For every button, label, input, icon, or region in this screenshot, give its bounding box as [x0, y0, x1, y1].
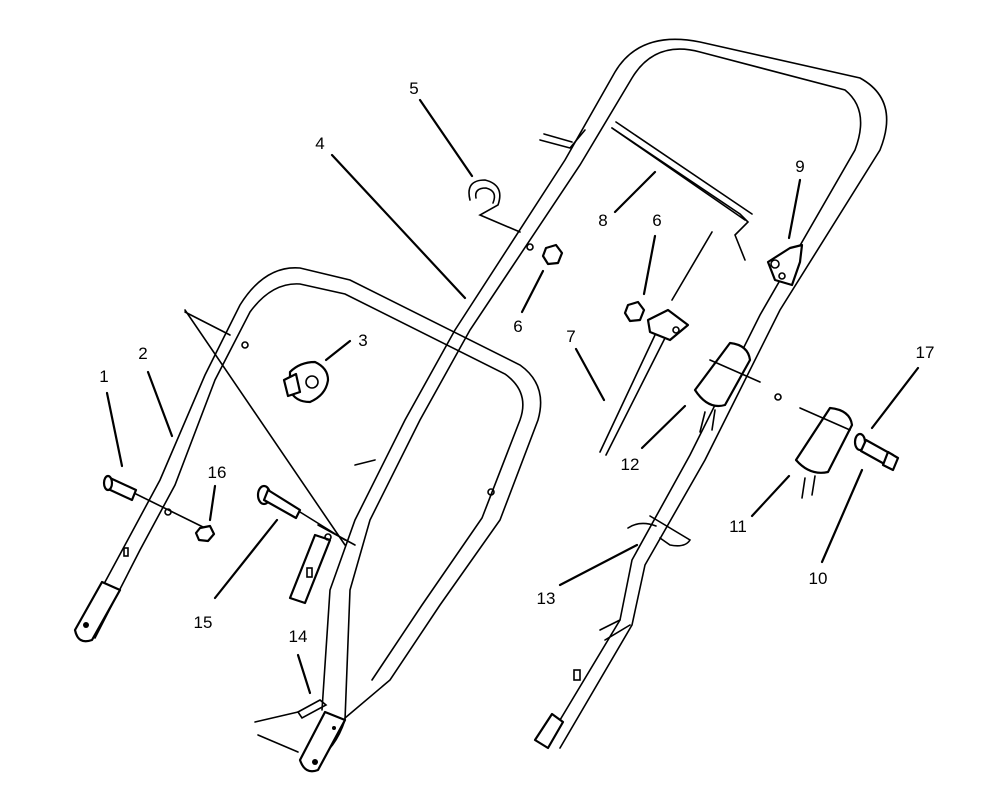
- part-nut-6a: [526, 243, 564, 266]
- part-control-rod: [611, 127, 750, 261]
- callout-numbers: 1 2 3 4 5 6 6 7 8 9 10 11 12 13 14 15 16…: [99, 79, 934, 646]
- callout-14: 14: [289, 627, 308, 646]
- part-nut-6b: [623, 300, 646, 323]
- part-hairpin-clip: [468, 179, 521, 233]
- callout-15: 15: [194, 613, 213, 632]
- callout-16: 16: [208, 463, 227, 482]
- callout-6a: 6: [513, 317, 522, 336]
- part-washer-and-bolt: [853, 432, 900, 472]
- part-cable-block: [599, 231, 713, 456]
- callout-7: 7: [566, 327, 575, 346]
- part-bracket: [766, 243, 804, 287]
- callout-11: 11: [729, 517, 747, 536]
- upper-handle: [298, 38, 888, 773]
- callout-12: 12: [621, 455, 640, 474]
- part-pin: [102, 474, 206, 529]
- callout-4: 4: [315, 134, 324, 153]
- leader-lines: [105, 98, 920, 695]
- part-cotter-pin: [254, 699, 328, 753]
- callout-2: 2: [138, 344, 147, 363]
- callout-6b: 6: [652, 211, 661, 230]
- callout-10: 10: [809, 569, 828, 588]
- callout-1: 1: [99, 367, 108, 386]
- callout-9: 9: [795, 157, 804, 176]
- callout-17: 17: [916, 343, 935, 362]
- part-cable-tie: [627, 515, 692, 547]
- part-cable-guide-11: [794, 406, 854, 499]
- part-cable-guide-12: [693, 341, 761, 433]
- lower-handle: [73, 267, 542, 719]
- part-nut-16: [194, 524, 216, 543]
- callout-13: 13: [537, 589, 556, 608]
- callout-5: 5: [409, 79, 418, 98]
- callout-3: 3: [358, 331, 367, 350]
- callout-8: 8: [598, 211, 607, 230]
- part-knob: [282, 360, 330, 404]
